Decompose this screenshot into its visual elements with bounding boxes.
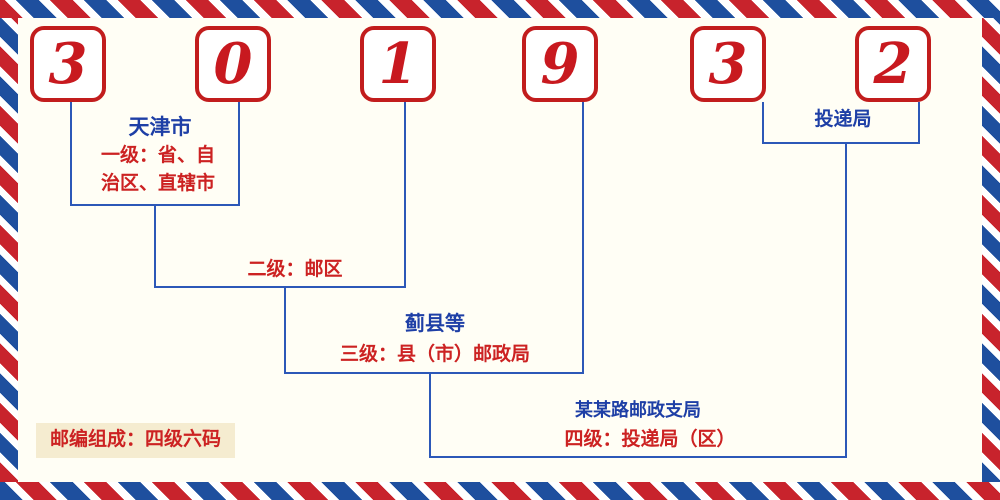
label-level4-desc: 四级：投递局（区） (564, 429, 736, 450)
digit-box-4: 9 (522, 26, 598, 102)
digit-4: 9 (540, 31, 580, 97)
label-level3-desc: 三级：县（市）邮政局 (339, 344, 530, 365)
airmail-border-top (0, 0, 1000, 18)
connector-line-delivery-left (762, 102, 764, 144)
digit-3: 1 (378, 31, 418, 97)
digit-box-5: 3 (690, 26, 766, 102)
connector-line-delivery-right (918, 102, 920, 144)
digit-1: 3 (48, 31, 88, 97)
label-level3-name: 蓟县等 (405, 313, 465, 335)
digit-6: 2 (873, 31, 913, 97)
label-level2-desc: 二级：邮区 (247, 259, 343, 280)
connector-line-l4-bottom (429, 456, 847, 458)
digit-box-2: 0 (195, 26, 271, 102)
connector-line-l1-right (238, 102, 240, 206)
label-level4-name: 某某路邮政支局 (575, 400, 701, 420)
digit-box-1: 3 (30, 26, 106, 102)
connector-line-delivery-bottom (762, 142, 920, 144)
airmail-border-left (0, 18, 18, 482)
footer-composition-note: 邮编组成：四级六码 (36, 423, 236, 458)
connector-line-l2-bottom (154, 286, 406, 288)
connector-line-l1-left (70, 102, 72, 206)
connector-line-l3-bottom (284, 372, 584, 374)
connector-line-l4-right (845, 142, 847, 458)
label-level1-name: 天津市 (128, 116, 192, 139)
label-delivery-office: 投递局 (814, 109, 872, 130)
connector-line-l4-step (429, 372, 431, 458)
connector-line-l2-step (154, 204, 156, 288)
connector-line-l3-right (582, 102, 584, 374)
airmail-border-right (982, 18, 1000, 482)
digit-2: 0 (213, 31, 253, 97)
connector-line-l3-step (284, 286, 286, 374)
airmail-border-bottom (0, 482, 1000, 500)
label-level1-desc: 一级：省、自 治区、直辖市 (100, 145, 215, 194)
digit-box-3: 1 (360, 26, 436, 102)
digit-box-6: 2 (855, 26, 931, 102)
digit-5: 3 (708, 31, 748, 97)
connector-line-l2-right (404, 102, 406, 288)
